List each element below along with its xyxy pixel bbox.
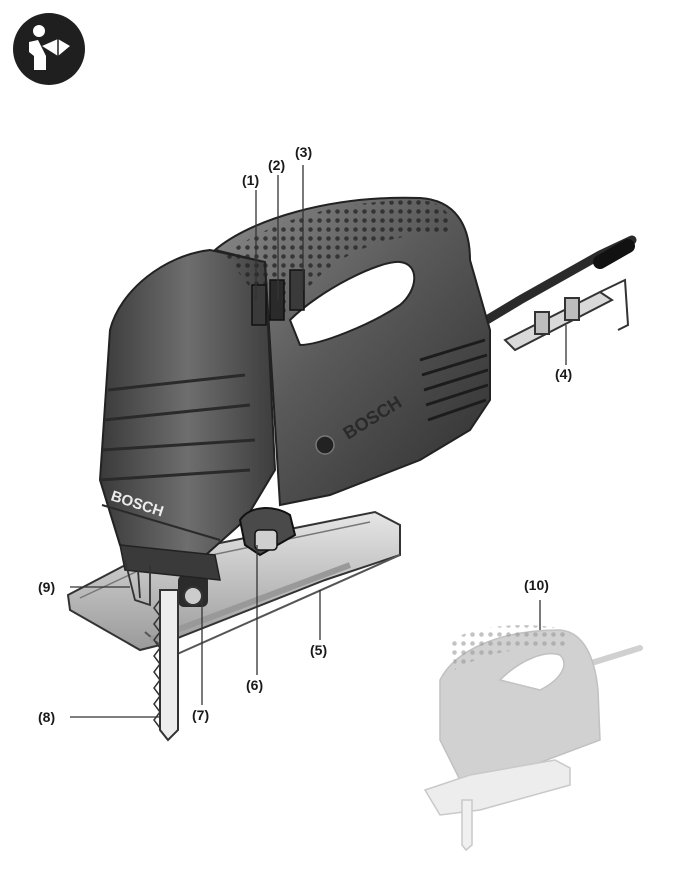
chip-deflector <box>124 559 151 607</box>
callout-5: (5) <box>310 642 328 658</box>
front-housing <box>98 248 277 581</box>
leader-lines <box>70 165 567 718</box>
callout-1: (1) <box>242 172 260 188</box>
power-cord <box>465 235 637 335</box>
dust-extraction-adapter <box>503 278 630 352</box>
callout-10: (10) <box>524 577 549 593</box>
callout-4: (4) <box>555 366 573 382</box>
guide-roller <box>178 575 208 607</box>
inset-jigsaw-illustration <box>423 625 643 852</box>
callout-6: (6) <box>246 677 264 693</box>
callout-9: (9) <box>38 579 56 595</box>
saw-blade <box>153 589 179 742</box>
callout-3: (3) <box>295 144 313 160</box>
pendulum-lever <box>238 507 297 557</box>
callout-7: (7) <box>192 707 210 723</box>
callout-2: (2) <box>268 157 286 173</box>
callout-8: (8) <box>38 709 56 725</box>
read-manual-icon <box>13 13 85 85</box>
